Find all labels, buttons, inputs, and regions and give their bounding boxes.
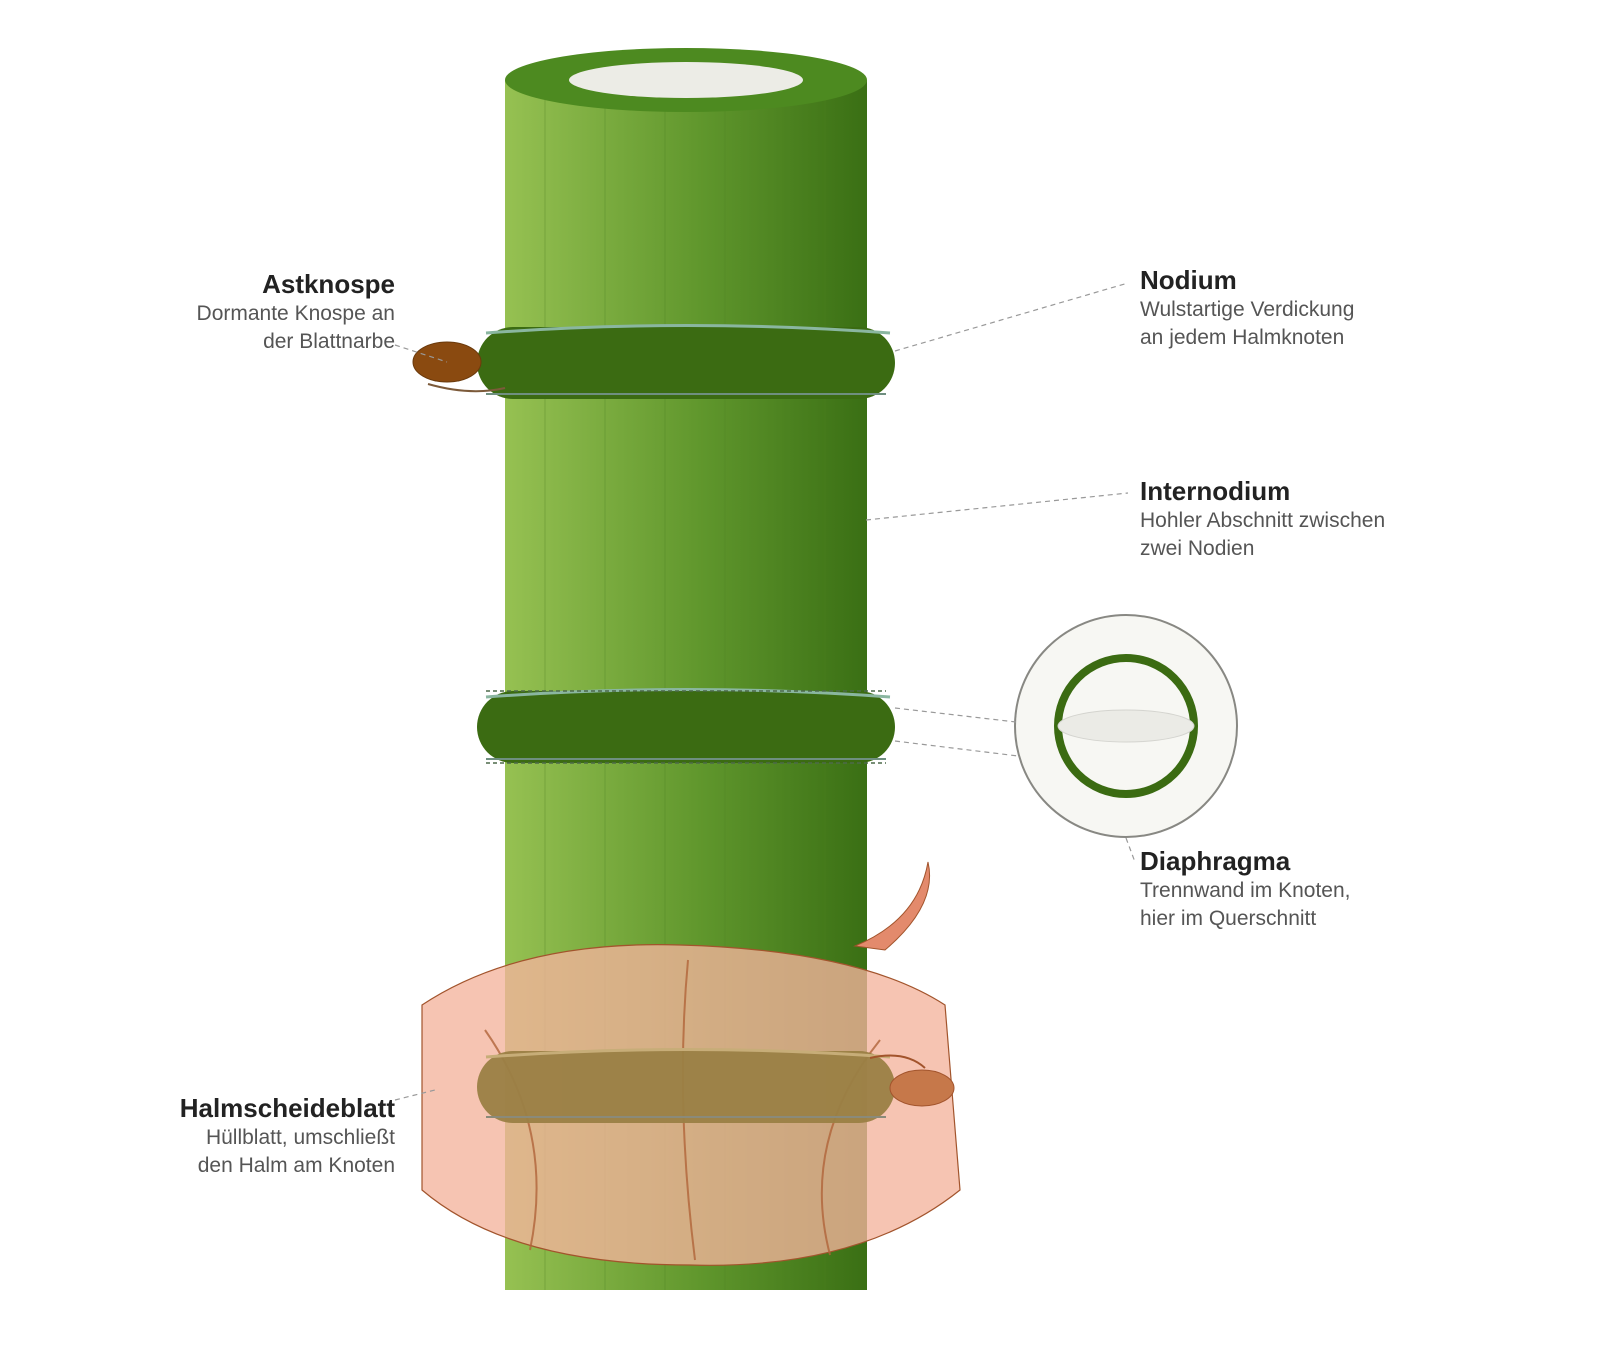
label-diaphragma-line2: hier im Querschnitt — [1140, 907, 1317, 930]
label-astknospe: Astknospe Dormante Knospe an der Blattna… — [197, 268, 395, 356]
label-internodium-line1: Hohler Abschnitt zwischen — [1140, 509, 1386, 532]
culm-top-opening — [569, 62, 803, 98]
node-upper — [477, 324, 895, 399]
cross-section-circle — [1014, 614, 1238, 838]
bud-lower — [869, 1054, 955, 1107]
label-nodium-line1: Wulstartige Verdickung — [1140, 298, 1355, 321]
leader-lines — [394, 282, 1136, 1101]
label-nodium-title: Nodium — [1140, 265, 1237, 295]
label-nodium-line2: an jedem Halmknoten — [1140, 326, 1345, 349]
label-halmscheideblatt-line1: Hüllblatt, umschließt — [205, 1126, 395, 1149]
label-diaphragma-title: Diaphragma — [1140, 846, 1291, 876]
label-halmscheideblatt-line2: den Halm am Knoten — [197, 1154, 395, 1177]
label-diaphragma-line1: Trennwand im Knoten, — [1140, 879, 1351, 902]
label-astknospe-line2: der Blattnarbe — [263, 330, 395, 353]
label-halmscheideblatt: Halmscheideblatt Hüllblatt, umschließt d… — [180, 1092, 395, 1180]
label-astknospe-line1: Dormante Knospe an — [196, 302, 395, 325]
node-lower — [477, 1048, 895, 1123]
label-nodium: Nodium Wulstartige Verdickung an jedem H… — [1140, 264, 1354, 352]
label-internodium-line2: zwei Nodien — [1140, 537, 1255, 560]
node-middle — [477, 688, 895, 764]
label-internodium: Internodium Hohler Abschnitt zwischen zw… — [1140, 475, 1385, 563]
label-astknospe-title: Astknospe — [262, 269, 395, 299]
label-halmscheideblatt-title: Halmscheideblatt — [179, 1093, 395, 1123]
sheath-blade — [853, 861, 931, 951]
label-internodium-title: Internodium — [1140, 476, 1291, 506]
label-diaphragma: Diaphragma Trennwand im Knoten, hier im … — [1140, 845, 1351, 933]
